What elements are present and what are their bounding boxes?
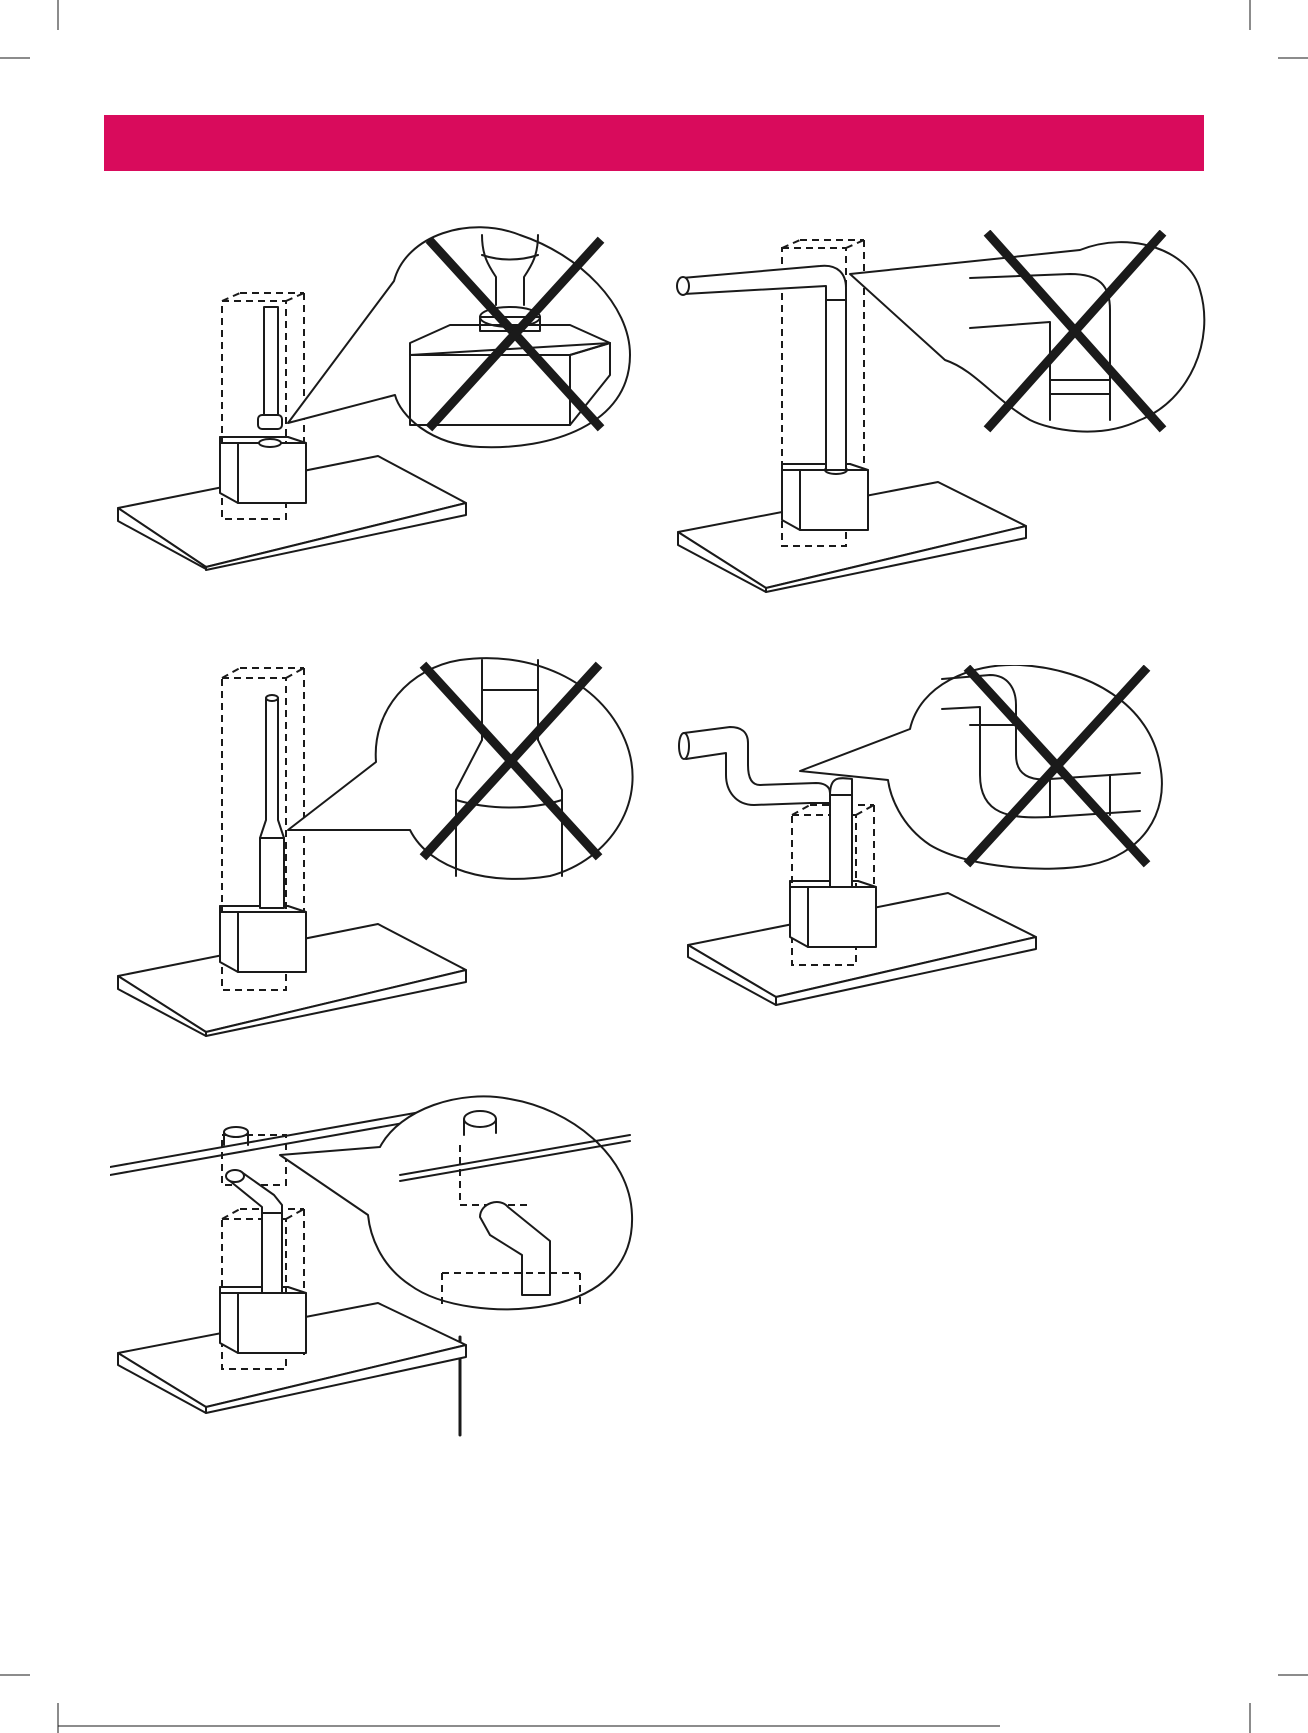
duct-sharp-bend-incorrect-icon xyxy=(670,230,1210,600)
duct-diameter-reduction-incorrect-icon xyxy=(110,650,640,1040)
duct-through-wall-correct-icon xyxy=(110,1095,650,1445)
section-header-bar xyxy=(104,115,1204,171)
duct-reducer-at-connector-incorrect-icon xyxy=(110,225,640,575)
duct-multiple-bends-incorrect-icon xyxy=(670,665,1210,1045)
